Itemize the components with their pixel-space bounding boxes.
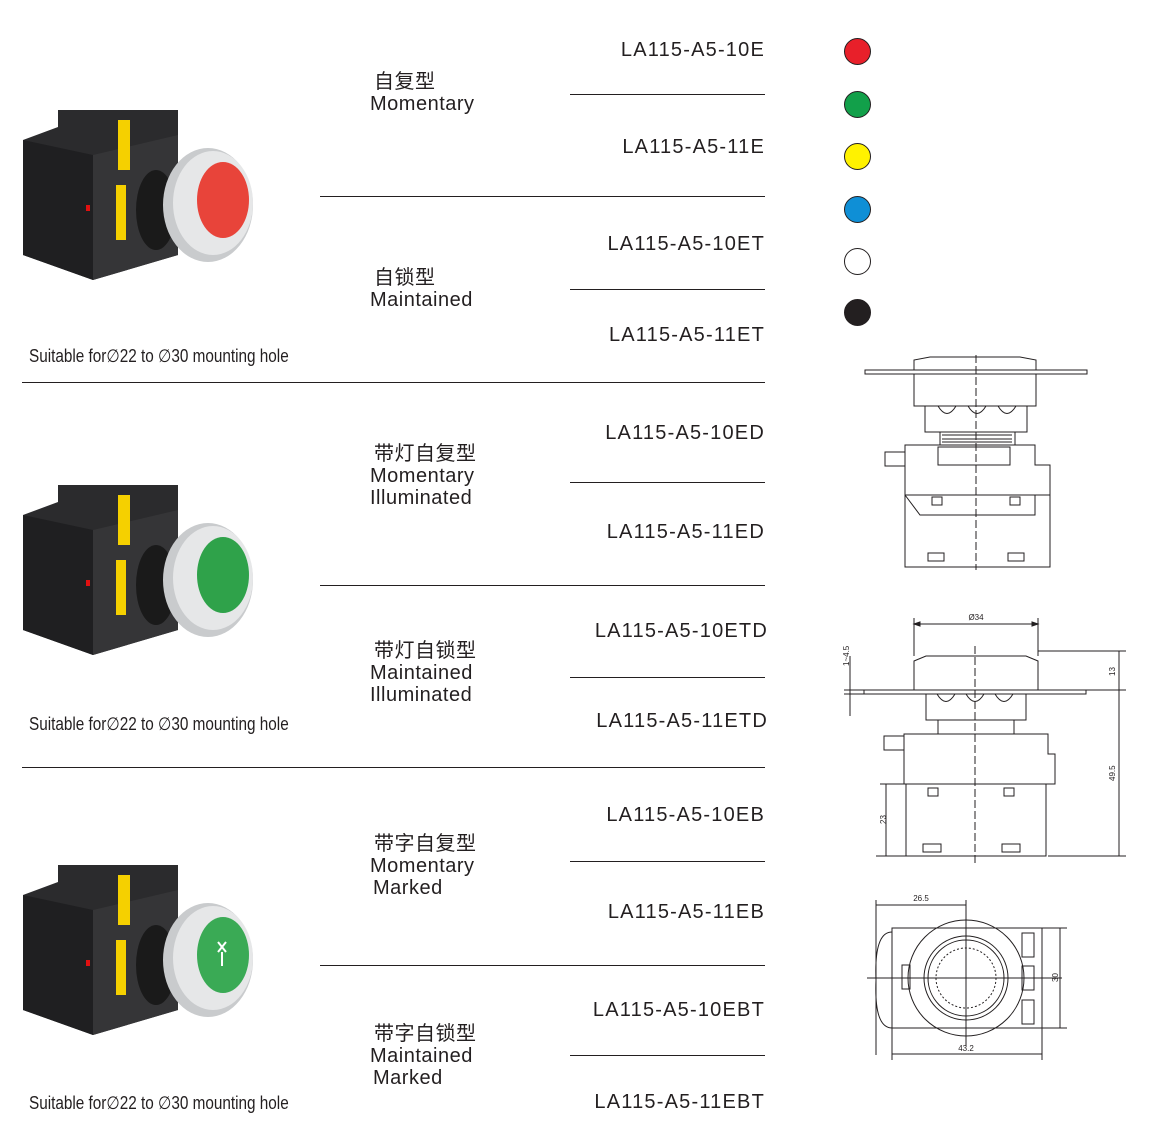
side-view-drawing <box>864 355 1088 570</box>
type-label-momentary: 自复型 Momentary <box>370 71 475 115</box>
model-number: LA115-A5-10ETD <box>594 620 768 642</box>
type-en: Momentary <box>370 855 475 877</box>
type-label-momentary-marked: 带字自复型 Momentary Marked <box>370 833 477 899</box>
divider <box>570 482 765 483</box>
mounting-hole-caption: Suitable for∅22 to ∅30 mounting hole <box>29 714 289 734</box>
pushbutton-illustration <box>23 110 253 280</box>
model-number: LA115-A5-11ED <box>606 521 765 543</box>
dim-head-height: 13 <box>1108 667 1117 676</box>
model-number: LA115-A5-10EBT <box>592 999 765 1021</box>
type-en: Maintained <box>370 662 473 684</box>
pushbutton-illustration <box>23 485 253 655</box>
dim-height: 30 <box>1051 973 1060 982</box>
dim-panel-thickness: 1~4.5 <box>842 645 851 666</box>
product-image-green-marked-pushbutton <box>23 865 253 1035</box>
divider <box>570 861 765 862</box>
type-label-maintained: 自锁型 Maintained <box>370 267 473 311</box>
model-number: LA115-A5-11EB <box>607 901 765 923</box>
dim-total-depth: 49.5 <box>1108 765 1117 781</box>
color-swatch-blue <box>844 196 871 223</box>
model-number: LA115-A5-10EB <box>606 804 765 826</box>
type-en: Marked <box>373 1067 443 1089</box>
type-en: Maintained <box>370 289 473 311</box>
type-en: Momentary <box>370 465 475 487</box>
color-swatch-green <box>844 91 871 118</box>
color-swatch-black <box>844 299 871 326</box>
type-cn: 带灯自锁型 <box>374 640 477 662</box>
type-en: Maintained <box>370 1045 473 1067</box>
section-divider <box>22 382 765 383</box>
divider <box>570 677 765 678</box>
mounting-hole-caption: Suitable for∅22 to ∅30 mounting hole <box>29 346 289 366</box>
color-swatch-yellow <box>844 143 871 170</box>
dim-diameter: Ø34 <box>968 613 984 622</box>
model-number: LA115-A5-11ET <box>608 324 765 346</box>
dimensioned-side-view-drawing: Ø34 1~4.5 13 49.5 23 <box>842 613 1126 864</box>
type-cn: 带字自复型 <box>374 833 477 855</box>
type-cn: 自复型 <box>374 71 436 93</box>
type-label-momentary-illuminated: 带灯自复型 Momentary Illuminated <box>370 443 477 509</box>
divider <box>320 196 765 197</box>
dim-block-height: 23 <box>879 815 888 824</box>
divider <box>570 289 765 290</box>
model-number: LA115-A5-11EBT <box>594 1091 765 1113</box>
divider <box>570 1055 765 1056</box>
section-divider <box>22 767 765 768</box>
type-cn: 带字自锁型 <box>374 1023 477 1045</box>
divider <box>570 94 765 95</box>
divider <box>320 585 765 586</box>
color-swatch-white <box>844 248 871 275</box>
type-cn: 带灯自复型 <box>374 443 477 465</box>
model-number: LA115-A5-10ED <box>605 422 765 444</box>
product-image-red-pushbutton <box>23 110 253 280</box>
type-label-maintained-marked: 带字自锁型 Maintained Marked <box>370 1023 477 1089</box>
type-cn: 自锁型 <box>374 267 436 289</box>
model-number: LA115-A5-11ETD <box>596 710 768 732</box>
model-number: LA115-A5-11E <box>622 136 765 158</box>
dim-half-width: 26.5 <box>913 894 929 903</box>
dim-width: 43.2 <box>958 1044 974 1053</box>
mounting-hole-caption: Suitable for∅22 to ∅30 mounting hole <box>29 1093 289 1113</box>
divider <box>320 965 765 966</box>
model-number: LA115-A5-10E <box>620 39 765 61</box>
front-view-drawing: 26.5 30 43.2 <box>867 894 1067 1060</box>
type-en: Marked <box>373 877 443 899</box>
model-number: LA115-A5-10ET <box>607 233 765 255</box>
pushbutton-illustration <box>23 865 253 1035</box>
product-image-green-illuminated-pushbutton <box>23 485 253 655</box>
color-swatch-red <box>844 38 871 65</box>
type-label-maintained-illuminated: 带灯自锁型 Maintained Illuminated <box>370 640 477 706</box>
type-en: Momentary <box>370 93 475 115</box>
type-en: Illuminated <box>370 487 473 509</box>
type-en: Illuminated <box>370 684 473 706</box>
